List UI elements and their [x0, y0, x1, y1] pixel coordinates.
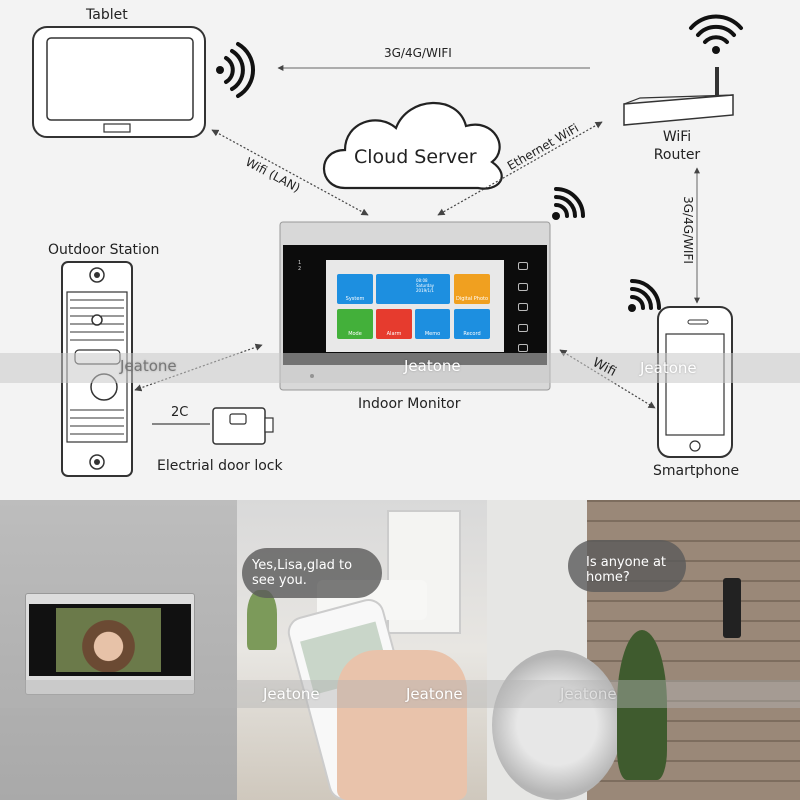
- watermark-text: Jeatone: [640, 359, 697, 377]
- smartphone-label: Smartphone: [653, 463, 740, 479]
- arrow-tablet-monitor: [211, 129, 369, 216]
- network-top-label: 3G/4G/WIFI: [384, 46, 452, 60]
- visitor-photo: [56, 608, 161, 672]
- snowy-bush: [492, 650, 622, 800]
- living-room-panel: [237, 500, 487, 800]
- monitor-tile: System: [337, 274, 373, 304]
- monitor-tile-label: Digital Photo: [455, 296, 489, 302]
- watermark-band: [0, 353, 800, 383]
- monitor-photo-panel: [0, 500, 237, 800]
- monitor-tile-label: Mode: [348, 331, 362, 337]
- monitor-clock-text: 08:08 Saturday 2019/1/1: [416, 278, 435, 293]
- monitor-tile: 08:08 Saturday 2019/1/1: [376, 274, 450, 304]
- watermark-band-bottom: [0, 680, 800, 708]
- monitor-wifi-icon: [552, 187, 585, 220]
- tablet-label: Tablet: [86, 7, 128, 23]
- monitor-side-indicators: 1 2: [298, 260, 302, 272]
- monitor-tile: Alarm: [376, 309, 412, 339]
- monitor-tile-label: Record: [463, 331, 481, 337]
- hand: [337, 650, 467, 800]
- outdoor-station-label: Outdoor Station: [48, 242, 160, 258]
- potted-tree: [617, 630, 667, 780]
- watermark-text: Jeatone: [404, 357, 461, 375]
- watermark-text: Jeatone: [120, 357, 177, 375]
- speech-bubble-right: [568, 540, 686, 592]
- phone-wifi-icon: [628, 279, 661, 312]
- speech-bubble-left-text: Yes,Lisa,glad to see you.: [252, 558, 353, 588]
- arrow-outdoor-monitor: [134, 343, 263, 392]
- router-device: [623, 67, 734, 126]
- door-lock-label: Electrial door lock: [157, 458, 283, 474]
- watermark-text: Jeatone: [560, 685, 617, 703]
- network-right-label: 3G/4G/WIFI: [680, 196, 695, 264]
- speech-bubble-left: [242, 548, 382, 598]
- monitor-tile: Mode: [337, 309, 373, 339]
- monitor-photo: [25, 593, 195, 695]
- plant: [247, 590, 277, 650]
- wifi-signal-icon: [216, 42, 256, 98]
- outdoor-station-photo: [723, 578, 741, 638]
- tablet-device: [32, 26, 206, 138]
- monitor-tile-label: Memo: [424, 331, 441, 337]
- monitor-buttons: [518, 262, 528, 352]
- indoor-monitor-label: Indoor Monitor: [358, 396, 461, 412]
- monitor-tile: Memo: [415, 309, 450, 339]
- speech-bubble-right-text: Is anyone at home?: [586, 555, 667, 585]
- monitor-tile-label: System: [345, 296, 365, 302]
- watermark-text: Jeatone: [263, 685, 320, 703]
- door-lock-device: [212, 407, 274, 445]
- router-wifi-icon: [689, 14, 743, 54]
- watermark-text: Jeatone: [406, 685, 463, 703]
- arrow-monitor-phone: [559, 349, 656, 409]
- router-label: WiFi Router: [653, 129, 701, 163]
- arrow-router-monitor: [437, 121, 603, 216]
- monitor-tile: Record: [454, 309, 490, 339]
- cloud-server-label: Cloud Server: [354, 146, 477, 168]
- monitor-tile: Digital Photo: [454, 274, 490, 304]
- connection-2c-label: 2C: [171, 405, 189, 420]
- monitor-tile-label: Alarm: [386, 331, 402, 337]
